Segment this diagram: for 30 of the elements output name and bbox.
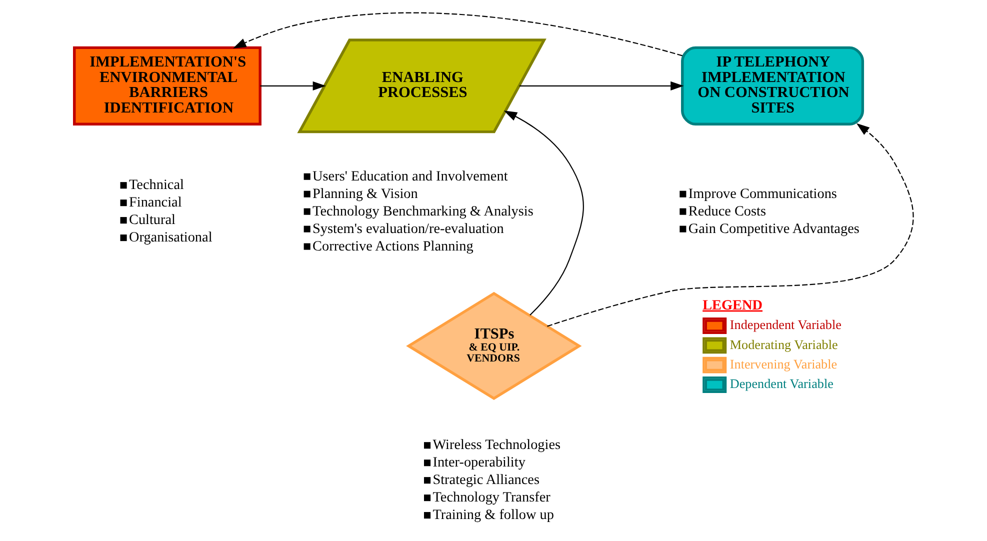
- legend-label: Intervening Variable: [729, 356, 837, 372]
- node-label: Reduce Costs: [688, 203, 766, 220]
- node-label: Financial: [128, 194, 182, 211]
- legend-label: Independent Variable: [729, 317, 841, 332]
- label: LEGEND: [702, 297, 762, 314]
- node-label: Training & follow up: [432, 507, 554, 524]
- node-label: Cultural: [128, 212, 175, 228]
- node-label: Organisational: [128, 230, 212, 246]
- node-label: Technical: [128, 177, 184, 194]
- node-label: Improve Communications: [688, 186, 836, 202]
- node-box: IP TELEPHONY IMPLEMENTATION ON CONSTRUCTION SITES: [680, 46, 864, 126]
- node-label: Gain Competitive Advantages: [688, 220, 859, 237]
- arrow: [260, 81, 326, 91]
- node-label: Users' Education and Involvement: [312, 168, 508, 184]
- node-label: System's evaluation/re-evaluation: [312, 220, 504, 237]
- node-diamond: ITSPs & EQ UIP. VENDORS: [406, 292, 582, 400]
- arrow: [232, 12, 682, 56]
- node-label: Corrective Actions Planning: [312, 238, 473, 254]
- legend-label: Dependent Variable: [729, 376, 833, 392]
- arrow: [503, 110, 584, 316]
- node-label: Strategic Alliances: [432, 472, 540, 488]
- node-label: Wireless Technologies: [432, 437, 560, 454]
- arrow: [518, 81, 684, 91]
- node-label: Technology Benchmarking & Analysis: [312, 203, 533, 220]
- node-label: Inter-operability: [432, 454, 525, 471]
- arrow: [546, 123, 914, 327]
- node-label: Planning & Vision: [312, 186, 418, 202]
- node-box: IMPLEMENTATION'S ENVIRONMENTAL BARRIERS IDENTIFICATION: [72, 46, 261, 126]
- node-label: Technology Transfer: [432, 490, 550, 506]
- legend-label: Moderating Variable: [729, 336, 838, 352]
